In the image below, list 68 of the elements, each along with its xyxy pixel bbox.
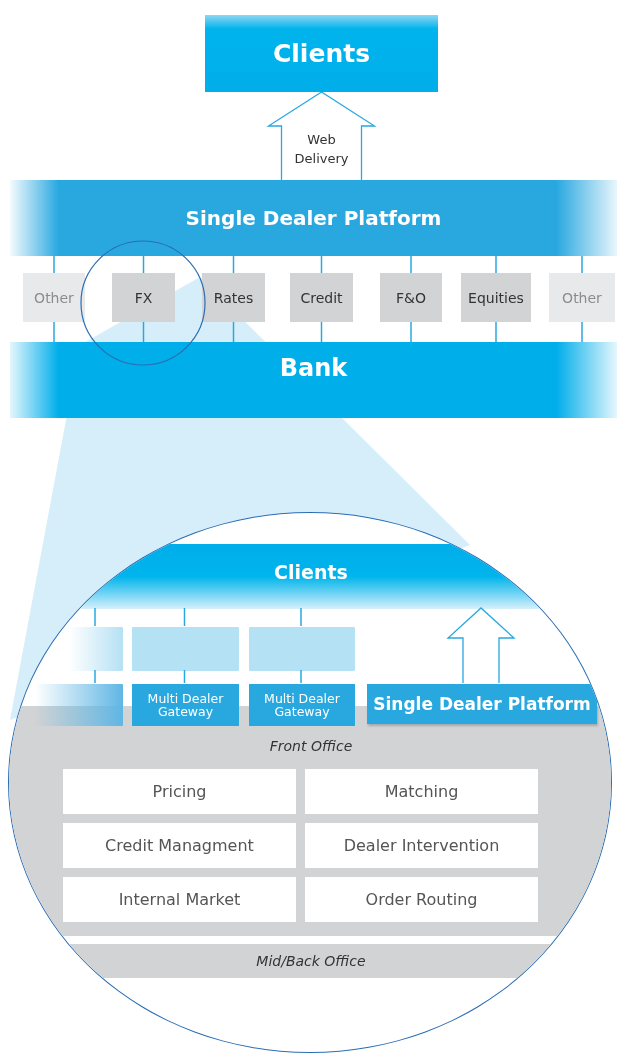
connector-line	[232, 255, 235, 274]
connector-line	[581, 255, 583, 274]
node-label: Clients	[272, 39, 371, 68]
platform-box	[367, 684, 597, 724]
node-label: F&O	[396, 289, 426, 306]
node-label: Multi Dealer Gateway	[263, 691, 341, 719]
node-label: Multi Dealer Gateway	[146, 691, 225, 719]
node-label: Credit	[300, 289, 343, 306]
connector-line	[581, 321, 583, 343]
venue-box	[132, 627, 239, 671]
node-label: Single Dealer Platform	[373, 694, 591, 714]
connector-line	[142, 255, 145, 274]
function-box	[305, 769, 538, 814]
gateway-box	[35, 684, 123, 726]
node-label: Internal Market	[118, 890, 241, 909]
connector-line	[320, 255, 323, 274]
node-label: Clients	[274, 561, 348, 583]
clients-box	[205, 15, 438, 92]
connector-line	[410, 321, 412, 343]
function-box	[63, 823, 296, 868]
function-box	[63, 877, 296, 922]
asset-class-box	[290, 273, 353, 322]
node-label: Bank	[279, 354, 348, 382]
node-label: Order Routing	[365, 890, 478, 909]
connector-line	[232, 321, 235, 343]
node-label: Credit Managment	[105, 836, 254, 855]
asset-class-box	[461, 273, 531, 322]
connector-line	[495, 321, 497, 343]
asset-class-box	[380, 273, 442, 322]
edge-label: Web Delivery	[293, 131, 350, 168]
connector-line	[300, 669, 302, 684]
block-arrow	[266, 91, 377, 181]
connector-line	[410, 255, 412, 274]
function-box	[305, 877, 538, 922]
gateway-box	[249, 684, 355, 726]
function-box	[305, 823, 538, 868]
connector-line	[183, 607, 186, 627]
node-label: Equities	[468, 289, 524, 306]
platform-band	[10, 180, 617, 256]
function-box	[63, 769, 296, 814]
asset-class-box	[23, 273, 85, 322]
asset-class-box	[549, 273, 615, 322]
asset-class-box	[202, 273, 265, 322]
connector-line	[183, 669, 186, 684]
bank-band	[10, 342, 617, 418]
node-label: Other	[34, 289, 74, 306]
node-label: Rates	[213, 289, 254, 306]
connector-line	[53, 321, 55, 343]
connector-line	[320, 321, 323, 343]
venue-box	[249, 627, 355, 671]
node-label: FX	[134, 289, 153, 306]
block-arrow	[446, 607, 516, 684]
asset-class-box	[112, 273, 175, 322]
node-label: Pricing	[152, 782, 207, 801]
node-label: Other	[562, 289, 602, 306]
node-label: Dealer Intervention	[343, 836, 500, 855]
venue-box	[69, 627, 123, 671]
node-label: Mid/Back Office	[256, 953, 366, 969]
connector-line	[53, 255, 55, 274]
connector-line	[142, 321, 145, 343]
node-label: Single Dealer Platform	[185, 206, 442, 230]
connector-line	[94, 607, 96, 627]
connector-line	[495, 255, 497, 274]
node-label: Matching	[384, 782, 459, 801]
node-label: Front Office	[269, 738, 353, 754]
gateway-box	[132, 684, 239, 726]
connector-line	[94, 669, 96, 684]
connector-line	[300, 607, 302, 627]
